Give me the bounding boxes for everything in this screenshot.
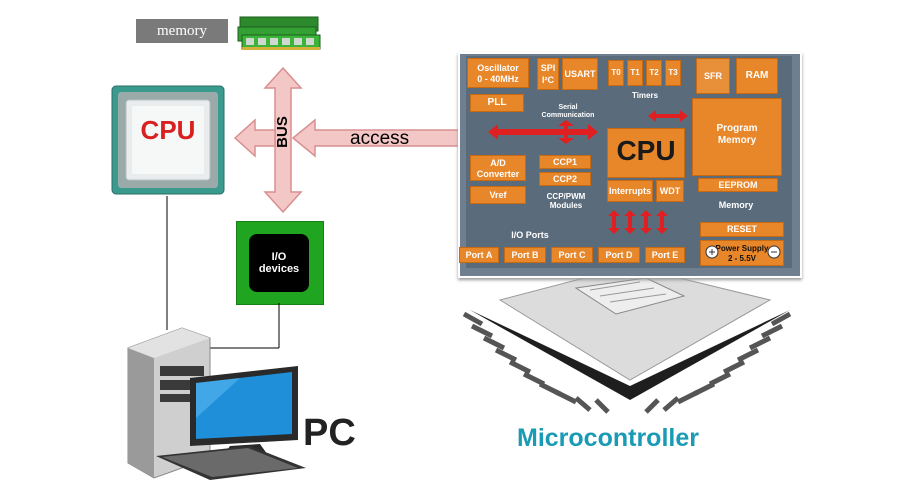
interrupts-block: Interrupts xyxy=(607,180,653,202)
port-d: Port D xyxy=(598,247,640,263)
oscillator-label: Oscillator xyxy=(477,63,519,73)
i2c-label: I²C xyxy=(542,75,554,85)
pc-icon xyxy=(127,327,306,480)
ad-converter-block: A/D Converter xyxy=(470,155,526,181)
ram-block: RAM xyxy=(736,58,778,94)
io-devices-label-line1: I/O xyxy=(271,251,287,263)
ccp2-block: CCP2 xyxy=(539,172,591,186)
power-terminals-icon xyxy=(705,245,781,259)
io-devices-box: I/O devices xyxy=(236,221,324,305)
memory-modules-icon xyxy=(237,16,321,50)
oscillator-block: Oscillator 0 - 40MHz xyxy=(467,58,529,88)
microcontroller-title: Microcontroller xyxy=(517,424,699,452)
memory-caption: Memory xyxy=(718,200,754,210)
mcu-cpu-block: CPU xyxy=(607,128,685,178)
cpu-chip-icon xyxy=(111,85,225,195)
timer-t0: T0 xyxy=(608,60,624,86)
pc-title: PC xyxy=(303,412,356,454)
mcu-package-icon xyxy=(462,265,792,414)
ccp1-block: CCP1 xyxy=(539,155,591,169)
reset-block: RESET xyxy=(700,222,784,237)
internal-bus-arrows xyxy=(488,110,688,234)
access-label: access xyxy=(350,128,410,149)
ccp-caption: CCP/PWM Modules xyxy=(546,192,586,210)
sfr-block: SFR xyxy=(696,58,730,94)
port-c: Port C xyxy=(551,247,593,263)
cpu-chip-label: CPU xyxy=(140,115,196,145)
pll-block: PLL xyxy=(470,94,524,112)
vref-block: Vref xyxy=(470,186,526,204)
spi-label: SPI xyxy=(540,63,556,73)
timer-t3: T3 xyxy=(665,60,681,86)
port-a: Port A xyxy=(459,247,499,263)
oscillator-freq: 0 - 40MHz xyxy=(477,74,519,84)
timers-caption: Timers xyxy=(631,91,659,100)
io-ports-caption: I/O Ports xyxy=(511,230,549,240)
port-e: Port E xyxy=(645,247,685,263)
usart-block: USART xyxy=(562,58,598,90)
program-memory-block: Program Memory xyxy=(692,98,782,176)
serial-caption: Serial Communication xyxy=(541,104,595,119)
timer-t1: T1 xyxy=(627,60,643,86)
timer-t2: T2 xyxy=(646,60,662,86)
port-b: Port B xyxy=(504,247,546,263)
spi-block: SPI I²C xyxy=(537,58,559,90)
wdt-block: WDT xyxy=(656,180,684,202)
io-devices-label-line2: devices xyxy=(258,263,300,275)
eeprom-block: EEPROM xyxy=(698,178,778,192)
memory-label: memory xyxy=(136,19,228,43)
timers-group: T0 T1 T2 T3 Timers xyxy=(606,58,684,102)
